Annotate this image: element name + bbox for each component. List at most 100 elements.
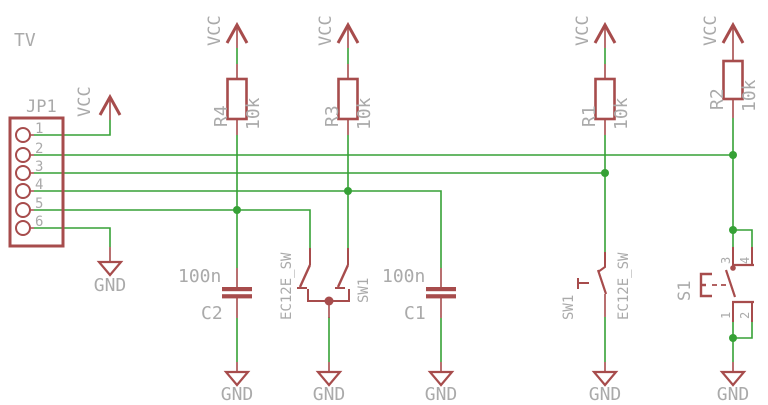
capacitor-c1[interactable]: 100n C1	[382, 266, 456, 324]
switch-pin-number: 3	[719, 257, 733, 264]
switch-pins-top	[732, 247, 753, 264]
gnd-label: GND	[717, 384, 750, 405]
vcc-arrow-icon	[336, 21, 360, 44]
gnd-label: GND	[221, 384, 254, 405]
gnd-triangle-icon	[591, 370, 619, 387]
resistor-r3[interactable]: R3 10k	[322, 64, 375, 135]
pin-number: 4	[35, 177, 43, 193]
gnd-symbol-s1[interactable]: GND	[717, 362, 750, 405]
junction-dot	[729, 226, 737, 234]
pin-circle[interactable]	[15, 147, 31, 163]
gnd-triangle-icon	[315, 370, 343, 387]
switch-lever	[724, 269, 737, 298]
resistor-ref-label: R2	[707, 88, 728, 110]
vcc-arrow-icon	[98, 93, 122, 116]
junction-dot	[729, 151, 737, 159]
vcc-label: VCC	[316, 15, 336, 46]
connector-ref-label: JP1	[26, 97, 57, 117]
vcc-label: VCC	[573, 15, 593, 46]
switch-contact-dot	[730, 265, 736, 271]
switch-pin-number: 2	[738, 312, 752, 319]
switch-pin-number: 4	[738, 257, 752, 264]
resistor-body[interactable]	[337, 77, 359, 121]
gnd-symbol-jp1[interactable]: GND	[94, 247, 127, 296]
pin-circle[interactable]	[15, 127, 31, 143]
vcc-label: VCC	[205, 15, 225, 46]
resistor-body[interactable]	[594, 77, 616, 121]
junction-dot	[233, 206, 241, 214]
capacitor-value-label: 100n	[382, 266, 425, 287]
gnd-label: GND	[589, 384, 622, 405]
wire-pin6-gnd[interactable]	[34, 227, 111, 247]
pin-circle[interactable]	[15, 165, 31, 181]
vcc-label: VCC	[701, 15, 721, 46]
resistor-body[interactable]	[226, 77, 248, 121]
capacitor-plate	[222, 287, 252, 292]
pin-circle[interactable]	[15, 202, 31, 218]
encoder-switch-sw1[interactable]: EC12E_SW SW1	[279, 248, 372, 320]
gnd-symbol-sw[interactable]: GND	[589, 362, 622, 405]
gnd-triangle-icon	[427, 370, 455, 387]
gnd-symbol-encoder[interactable]: GND	[313, 362, 346, 405]
wire-pin5[interactable]	[34, 209, 311, 248]
vcc-arrow-icon	[225, 21, 249, 44]
gnd-label: GND	[313, 384, 346, 405]
encoder-part-label: EC12E_SW	[279, 252, 295, 320]
vcc-symbol-jp1[interactable]: VCC	[75, 86, 122, 120]
pin-number: 2	[35, 141, 43, 157]
resistor-value-label: 10k	[611, 97, 632, 130]
resistor-body[interactable]	[722, 59, 744, 101]
vcc-symbol-r2[interactable]: VCC	[701, 15, 745, 61]
switch-lever	[596, 269, 608, 295]
gnd-triangle-icon	[96, 260, 124, 277]
encoder-lever	[298, 264, 312, 288]
capacitor-plate	[222, 294, 252, 299]
encoder-lever	[336, 264, 350, 288]
vcc-arrow-icon	[721, 21, 745, 44]
gnd-triangle-icon	[223, 370, 251, 387]
wire-s1-bottom-loop[interactable]	[733, 322, 753, 339]
pin-circle[interactable]	[15, 183, 31, 199]
net-wires	[34, 48, 753, 362]
resistor-ref-label: R4	[211, 105, 232, 127]
connector-body[interactable]	[8, 116, 65, 248]
connector-jp1[interactable]: JP1 1 2 3 4 5 6	[8, 97, 65, 248]
resistor-r2[interactable]: R2 10k	[707, 59, 760, 118]
vcc-symbol-r3[interactable]: VCC	[316, 15, 360, 48]
vcc-label: VCC	[75, 86, 95, 117]
switch-ref-label: SW1	[561, 295, 577, 320]
vcc-symbol-r4[interactable]: VCC	[205, 15, 249, 48]
capacitor-ref-label: C1	[404, 303, 426, 324]
wire-pin1-vcc[interactable]	[34, 120, 111, 136]
pin-number: 3	[35, 159, 43, 175]
pin-number: 1	[35, 121, 43, 137]
capacitor-c2[interactable]: 100n C2	[178, 266, 252, 324]
junction-dot	[344, 187, 352, 195]
resistor-value-label: 10k	[243, 97, 264, 130]
resistor-value-label: 10k	[739, 79, 760, 112]
pin-circle[interactable]	[15, 220, 31, 236]
junction-dot	[729, 334, 737, 342]
resistor-r1[interactable]: R1 10k	[579, 64, 632, 135]
resistor-r4[interactable]: R4 10k	[211, 64, 264, 135]
wire-s1-top-loop[interactable]	[733, 229, 753, 247]
switch-actuator-icon	[699, 272, 712, 298]
switch-pin-number: 1	[719, 312, 733, 319]
push-switch-sw1[interactable]: SW1 EC12E_SW	[561, 252, 632, 320]
tact-switch-s1[interactable]: 3 4 1 2 S1	[675, 247, 754, 322]
switch-part-label: EC12E_SW	[616, 252, 632, 320]
vcc-arrow-icon	[593, 21, 617, 44]
switch-pins-bottom	[732, 302, 753, 322]
sheet-title: TV	[14, 30, 36, 51]
resistor-value-label: 10k	[354, 97, 375, 130]
switch-top-contact	[597, 252, 606, 273]
gnd-symbol-c1[interactable]: GND	[425, 362, 458, 405]
pin-stubs	[30, 134, 34, 229]
gnd-label: GND	[94, 275, 127, 296]
gnd-triangle-icon	[719, 370, 747, 387]
vcc-symbol-r1[interactable]: VCC	[573, 15, 617, 48]
gnd-symbol-c2[interactable]: GND	[221, 362, 254, 405]
capacitor-ref-label: C2	[201, 303, 223, 324]
wire-pin4[interactable]	[34, 190, 442, 268]
